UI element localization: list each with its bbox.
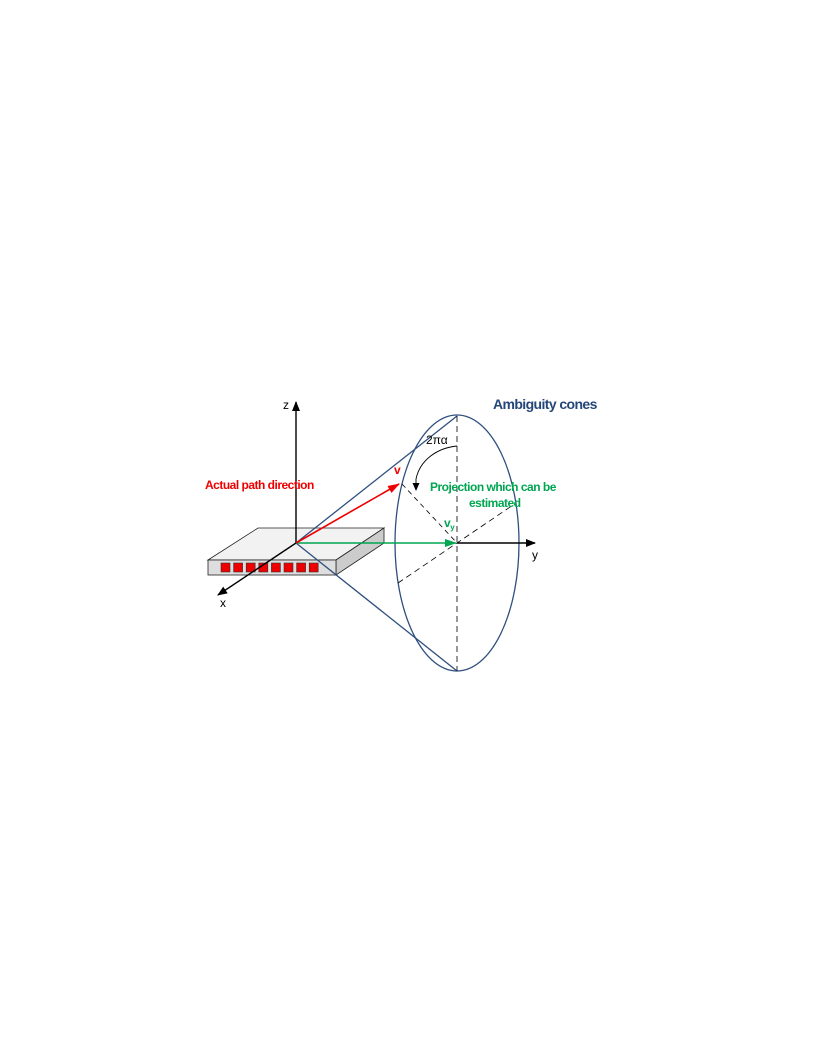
x-axis [217, 542, 297, 596]
vector-v-label: v [394, 463, 401, 477]
antenna-element [308, 562, 319, 573]
antenna-element [296, 562, 306, 573]
angle-arc [412, 445, 458, 491]
v-to-center-dashed [401, 483, 458, 544]
angle-label: 2πα [426, 433, 448, 447]
antenna-element [245, 562, 256, 573]
axis-label-z: z [283, 398, 289, 412]
vy-label: vy [444, 516, 455, 532]
cones-title: Ambiguity cones [493, 396, 598, 412]
antenna-elements [220, 562, 319, 573]
antenna-element [233, 562, 243, 573]
projection-label-line1: Projection which can be [430, 480, 557, 494]
antenna-element [271, 562, 281, 573]
cone-bottom-edge [295, 542, 458, 672]
axes [217, 401, 536, 596]
actual-path-label: Actual path direction [205, 478, 314, 492]
axis-label-y: y [532, 548, 538, 562]
projection-label-line2: estimated [469, 496, 521, 510]
antenna-array [206, 527, 386, 576]
antenna-element [220, 562, 231, 573]
axis-label-x: x [220, 596, 226, 610]
cone-top-edge [295, 415, 458, 544]
antenna-element [283, 562, 294, 573]
actual-path-vector-v [295, 483, 400, 544]
